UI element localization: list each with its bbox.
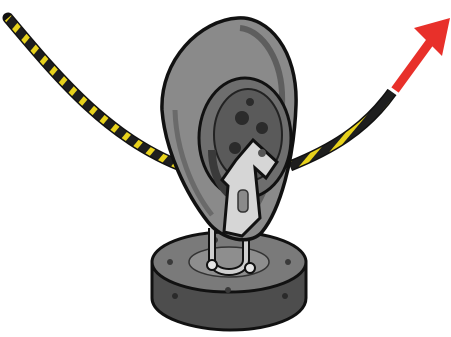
- rope-right: [290, 92, 392, 166]
- swivel-base-icon: [152, 232, 306, 330]
- rope-left: [8, 18, 186, 168]
- pulley-block-icon: [162, 18, 296, 240]
- pull-direction-arrow-icon: [395, 18, 450, 90]
